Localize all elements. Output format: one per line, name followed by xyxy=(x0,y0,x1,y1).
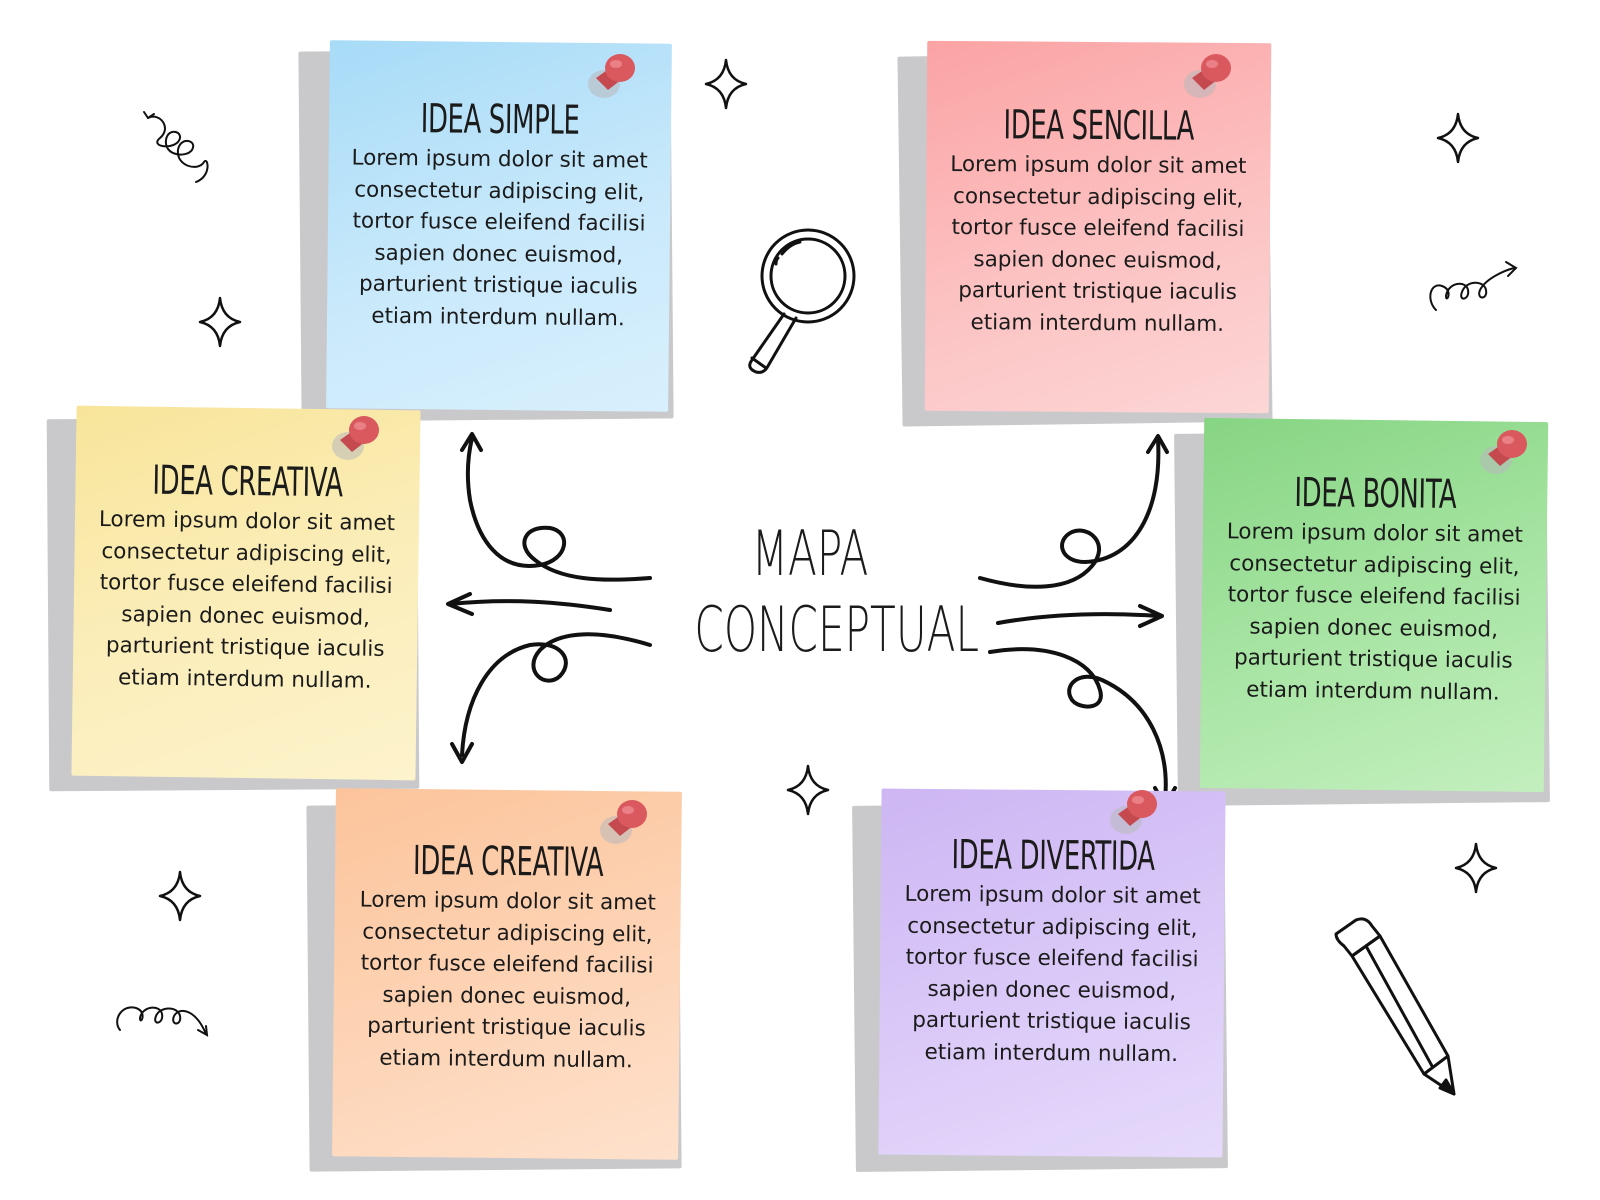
note-idea-bonita: IDEA BONITA Lorem ipsum dolor sit amet c… xyxy=(1174,417,1556,806)
squiggle-icon xyxy=(147,115,209,183)
squiggle-icon xyxy=(116,1006,207,1035)
push-pin-icon xyxy=(600,800,647,844)
curly-arrow-down-left xyxy=(460,632,652,757)
note-idea-creativa-left: IDEA CREATIVA Lorem ipsum dolor sit amet… xyxy=(46,405,428,793)
sparkle-icon xyxy=(198,296,242,348)
note-idea-sencilla: IDEA SENCILLA Lorem ipsum dolor sit amet… xyxy=(897,40,1280,427)
arrowhead-left xyxy=(446,592,474,616)
pencil-icon xyxy=(1334,917,1456,1096)
push-pin-icon xyxy=(588,54,635,98)
arrowhead-up-left xyxy=(460,432,483,452)
curly-arrow-down-right xyxy=(988,647,1168,802)
curly-arrow-icon xyxy=(143,111,155,119)
center-title: MAPA CONCEPTUAL xyxy=(640,516,980,668)
push-pin-icon xyxy=(1184,54,1231,98)
sparkle-icon xyxy=(158,870,202,922)
note-idea-creativa-bottom: IDEA CREATIVA Lorem ipsum dolor sit amet… xyxy=(306,788,688,1175)
arrowhead-up-right xyxy=(1146,434,1169,454)
sparkle-icon xyxy=(1436,112,1480,164)
arrowhead-right xyxy=(1138,604,1164,628)
push-pin-icon xyxy=(332,416,379,460)
sparkle-icon xyxy=(704,58,748,110)
arrow-right xyxy=(996,612,1162,625)
center-title-line-1: MAPA xyxy=(751,517,869,590)
sparkle-icon xyxy=(786,764,830,816)
curly-arrow-up-left xyxy=(465,436,652,582)
curly-arrow-icon xyxy=(1505,261,1518,277)
squiggle-icon xyxy=(1429,267,1515,311)
arrowhead-down-left xyxy=(450,742,474,764)
curly-arrow-icon xyxy=(197,1025,209,1037)
push-pin-icon xyxy=(1110,790,1157,834)
sparkle-icon xyxy=(1454,842,1498,894)
push-pin-icon xyxy=(1480,430,1527,474)
note-idea-simple: IDEA SIMPLE Lorem ipsum dolor sit amet c… xyxy=(298,40,680,422)
note-idea-divertida: IDEA DIVERTIDA Lorem ipsum dolor sit ame… xyxy=(852,788,1234,1175)
magnifier-icon xyxy=(748,228,856,374)
arrow-left xyxy=(448,599,612,612)
curly-arrow-up-right xyxy=(978,438,1161,589)
